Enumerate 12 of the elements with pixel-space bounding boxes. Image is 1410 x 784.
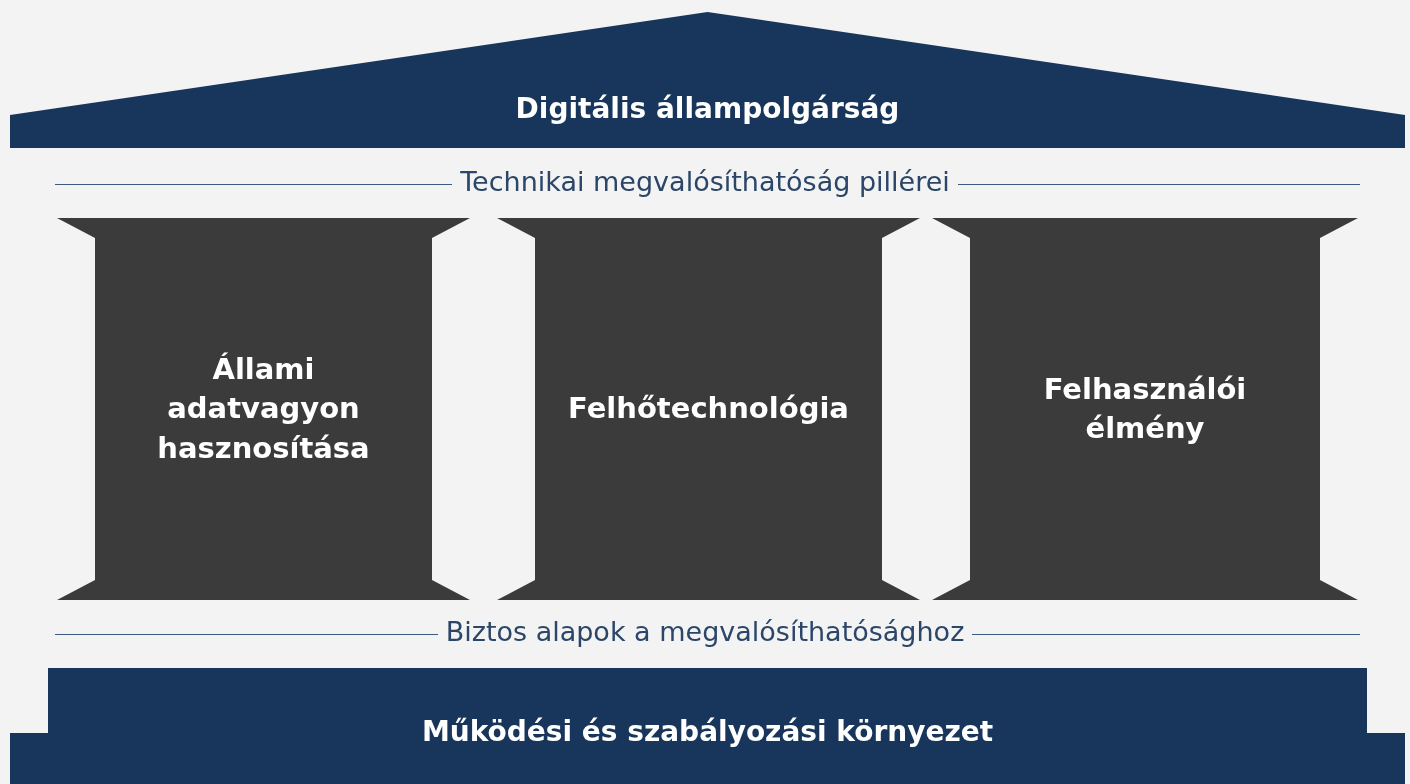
section-heading: Biztos alapok a megvalósíthatósághoz (437, 616, 973, 647)
pillar-label: Állami adatvagyon hasznosítása (156, 351, 371, 467)
foundation-shape (10, 668, 1405, 784)
foundation-label: Működési és szabályozási környezet (421, 714, 994, 750)
roof-shape (10, 12, 1405, 148)
section-heading: Technikai megvalósíthatóság pillérei (452, 166, 958, 197)
pillar-label: Felhasználói élmény (1042, 370, 1248, 447)
pillar-shape (932, 218, 1358, 600)
pillar-label: Felhőtechnológia (568, 390, 849, 428)
pillar-shape (57, 218, 470, 600)
pillar-shape (497, 218, 920, 600)
roof-title: Digitális állampolgárság (515, 91, 900, 127)
